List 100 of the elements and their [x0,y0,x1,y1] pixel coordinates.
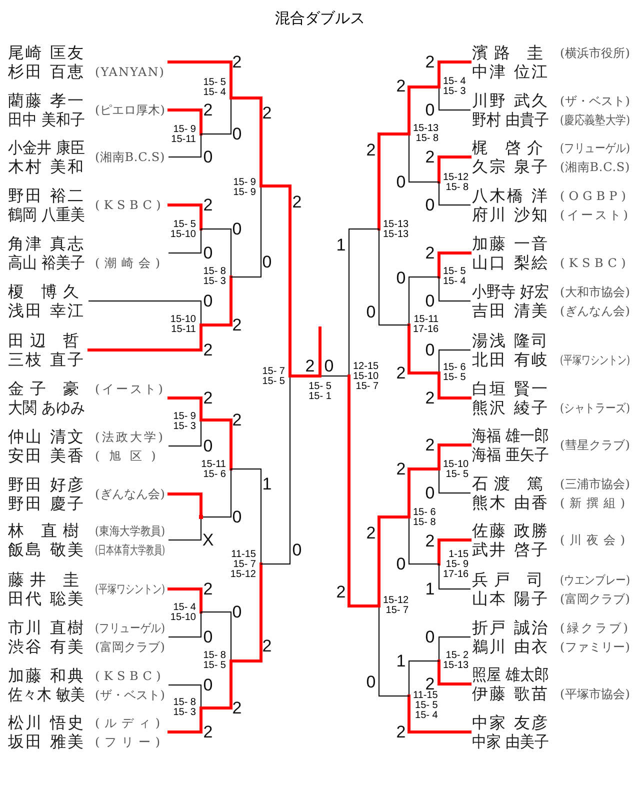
bracket-line [408,86,440,136]
club-name: (新撰組) [560,496,630,510]
club-name: (ルディ) [95,716,165,730]
games-won: 2 [425,532,435,550]
games-won: 0 [203,438,213,454]
player-name: 加藤 一音 [472,234,549,253]
player-name: 小野寺 好宏 [472,282,549,301]
bracket-line [202,468,232,518]
player-name: 吉田 清美 [472,301,549,320]
game-score: 15- 4 [443,277,466,287]
games-won: 2 [232,700,242,716]
player-name: 藺藤 孝一 [8,91,85,110]
club-name: (旭区) [95,448,165,462]
game-score: 15- 7 [384,606,409,616]
club-name: (日本体育大学教員) [95,542,165,556]
bracket-line [438,444,472,470]
games-won: 2 [232,412,242,428]
player-name: 熊木 由香 [472,493,549,512]
bracket-line [378,228,410,326]
game-score: 15- 9 [444,560,469,570]
club-name: (フリー) [95,734,165,748]
bracket-line [168,588,202,614]
club-name: (ぎんなん会) [95,487,165,501]
bracket-line [408,694,472,734]
game-score: 15- 6 [413,508,436,518]
player-name: 武井 啓子 [472,540,549,559]
club-name: (東海大学教員) [95,524,165,538]
player-name: 石渡 篤 [472,474,549,493]
player-name: 佐藤 政勝 [472,521,549,540]
game-score: 15-11 [170,325,196,335]
club-name: (フリューゲル) [560,140,630,154]
games-won: 2 [203,196,213,214]
game-score: 15- 8 [173,698,196,708]
club-name: (ザ・ベスト) [560,94,630,108]
game-score: 11-15 [413,691,438,701]
player-name: 林 直樹 [8,521,85,540]
games-won: 2 [425,676,435,692]
club-name: (湘南B.C.S) [560,160,630,174]
club-name: (フリューゲル) [95,620,165,634]
game-score: 15-13 [383,220,409,230]
player-name: 梶 啓介 [472,138,549,157]
player-name: 白垣 賢一 [472,379,549,398]
games-won: 2 [203,390,213,406]
club-name: (慶応義塾大学) [560,112,630,126]
player-name: 安田 美香 [8,446,85,465]
player-name: 松川 悟史 [8,713,85,732]
bracket-line [408,660,440,696]
game-score: 15- 7 [354,382,379,392]
club-name: (大和市協会) [560,284,630,298]
player-name: 坂田 雅美 [8,732,85,751]
games-won: 2 [396,460,406,478]
club-name: (法政大学) [95,430,165,444]
bracket-line [378,132,410,230]
bracket-line [260,376,290,564]
player-name: 小金井 康臣 [8,138,85,157]
player-name: 折戸 誠治 [472,618,549,637]
games-won: 0 [203,676,213,694]
games-won: 0 [425,292,435,310]
player-name: 高山 裕美子 [8,253,85,272]
games-won: 0 [203,628,213,646]
bracket-line [168,420,202,446]
bracket-line [438,276,470,302]
games-won: X [202,532,214,548]
games-won: 0 [203,148,213,166]
game-score: 15- 4 [203,88,226,98]
games-won: 2 [425,148,435,166]
bracket-line [260,184,292,378]
bracket-line [200,276,232,326]
club-name: (ピエロ厚木) [95,103,165,117]
club-name: (平塚ワシントン) [560,352,630,366]
game-score: 1-15 [448,550,469,560]
bracket-line [168,684,202,708]
club-name: (OGBP) [560,188,630,202]
player-name: 山口 梨絵 [472,253,549,272]
game-score: 15- 9 [233,178,256,188]
games-won: 2 [366,142,376,158]
bracket-line [168,706,202,734]
games-won: 0 [396,270,406,286]
bracket-line [408,324,440,374]
games-won: 0 [232,508,242,526]
game-score: 15- 5 [443,267,466,277]
bracket-line [230,96,262,188]
bracket-line [438,538,472,566]
player-name: 三枝 直子 [8,350,85,369]
club-name: (ぎんなん会) [560,304,630,318]
games-won: 0 [203,244,213,262]
player-name: 浅田 幸江 [8,301,85,320]
bracket-line [408,468,440,518]
game-score: 15- 6 [443,363,466,373]
player-name: 大関 あゆみ [8,398,85,417]
bracket-line [230,186,262,278]
games-won: 2 [396,78,406,94]
bracket-line [438,372,472,400]
bracket-line [168,396,202,422]
club-name: (富岡クラブ) [560,592,630,606]
game-score: 15-10 [353,372,379,382]
game-score: 15- 6 [202,470,226,480]
club-name: (三浦市協会) [560,476,630,490]
games-won: 2 [366,524,376,542]
games-won: 0 [232,220,242,238]
